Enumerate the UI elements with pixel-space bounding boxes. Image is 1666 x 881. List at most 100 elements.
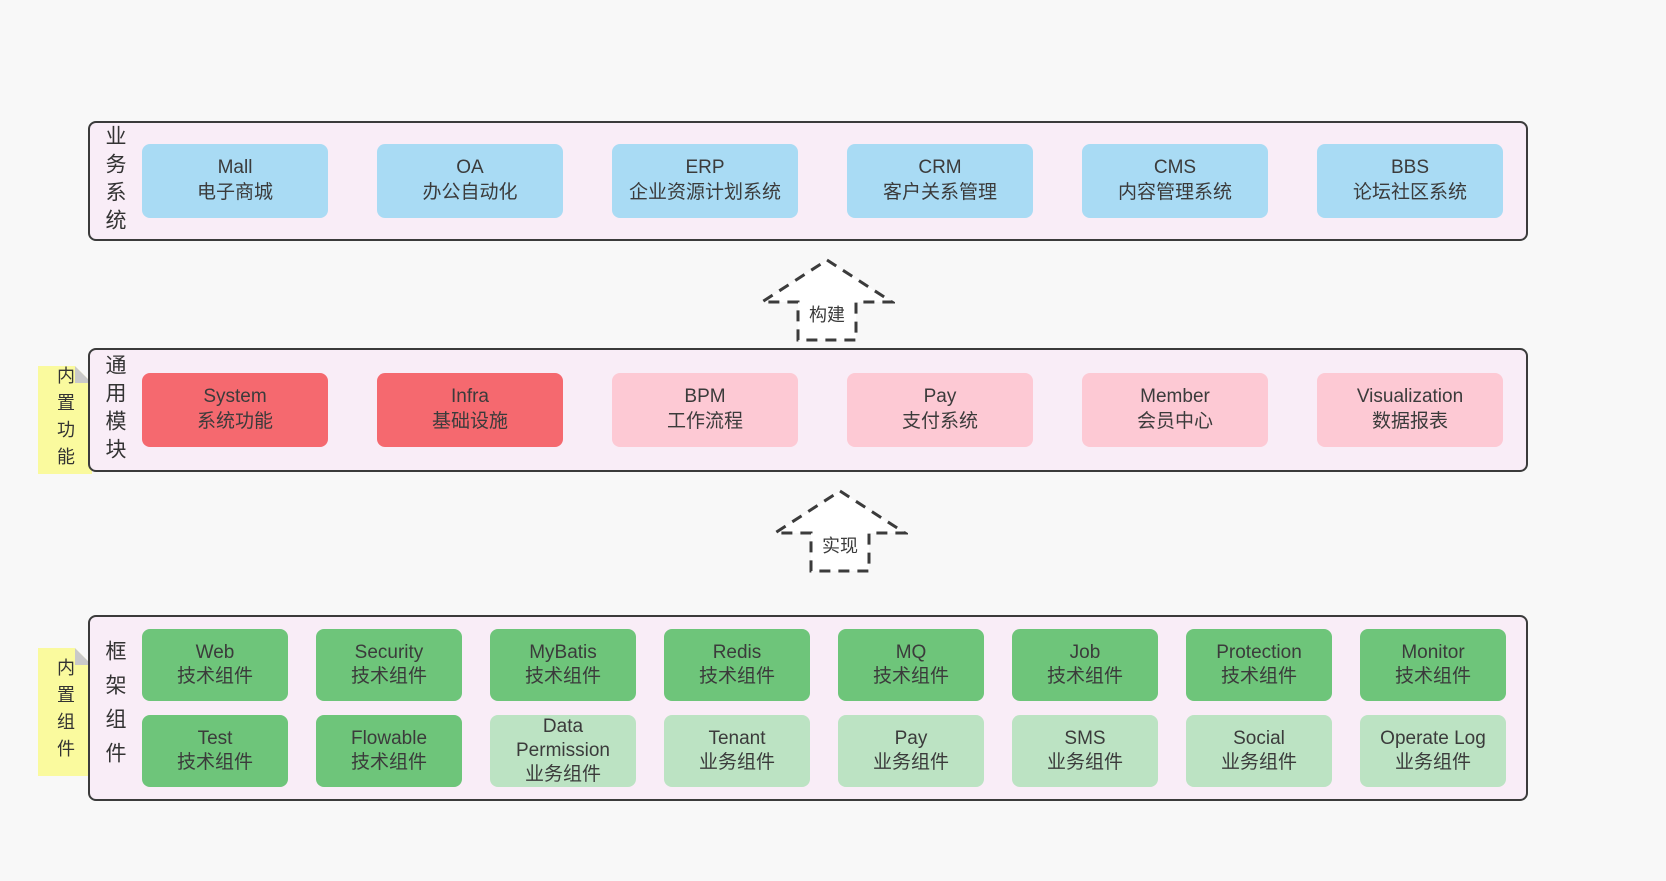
box-tenant: Tenant 业务组件 (664, 715, 810, 787)
box-title: Mall (217, 157, 253, 179)
arrow-build: 构建 (759, 257, 895, 343)
box-pay-module: Pay 支付系统 (847, 373, 1033, 447)
box-title: Web (195, 642, 235, 664)
sticky-note-label: 内置功能 (55, 366, 75, 474)
box-system: System 系统功能 (142, 373, 328, 447)
box-subtitle: 技术组件 (1394, 666, 1471, 687)
box-title: Operate Log (1380, 728, 1486, 750)
box-subtitle: 业务组件 (1394, 752, 1471, 773)
business-box-row: Mall 电子商城 OA 办公自动化 ERP 企业资源计划系统 CRM 客户关系… (142, 144, 1503, 218)
box-subtitle: 技术组件 (698, 666, 775, 687)
box-title: Social (1233, 728, 1285, 750)
box-title: Monitor (1401, 642, 1465, 664)
box-job: Job 技术组件 (1012, 629, 1158, 701)
box-title: Visualization (1356, 386, 1464, 408)
box-subtitle: 业务组件 (872, 752, 949, 773)
box-title: Pay (894, 728, 928, 750)
box-subtitle: 工作流程 (666, 411, 743, 432)
sticky-note-built-in-functions: 内置功能 (38, 366, 92, 474)
box-mall: Mall 电子商城 (142, 144, 328, 218)
box-subtitle: 电子商城 (196, 182, 273, 203)
box-mybatis: MyBatis 技术组件 (490, 629, 636, 701)
box-subtitle: 企业资源计划系统 (628, 182, 781, 203)
panel-framework-components: 框架组件 Web 技术组件 Security 技术组件 MyBatis 技术组件… (88, 615, 1528, 801)
box-data-permission: Data Permission 业务组件 (490, 715, 636, 787)
box-redis: Redis 技术组件 (664, 629, 810, 701)
box-erp: ERP 企业资源计划系统 (612, 144, 798, 218)
box-cms: CMS 内容管理系统 (1082, 144, 1268, 218)
box-title: Security (354, 642, 424, 664)
arrow-label-build: 构建 (809, 305, 845, 325)
box-subtitle: 技术组件 (350, 666, 427, 687)
box-title: Flowable (350, 728, 428, 750)
box-subtitle: 数据报表 (1371, 411, 1448, 432)
box-title: BPM (684, 386, 726, 408)
box-subtitle: 论坛社区系统 (1352, 182, 1467, 203)
box-title: Tenant (708, 728, 766, 750)
box-title: Pay (923, 386, 957, 408)
box-operate-log: Operate Log 业务组件 (1360, 715, 1506, 787)
panel-business-systems: 业务系统 Mall 电子商城 OA 办公自动化 ERP 企业资源计划系统 CRM… (88, 121, 1528, 241)
box-pay-component: Pay 业务组件 (838, 715, 984, 787)
sticky-note-label: 内置组件 (55, 658, 75, 766)
box-oa: OA 办公自动化 (377, 144, 563, 218)
box-title: OA (456, 157, 484, 179)
box-subtitle: 技术组件 (1046, 666, 1123, 687)
dashed-up-arrow-icon (772, 489, 908, 573)
box-subtitle: 技术组件 (350, 752, 427, 773)
box-title: Protection (1216, 642, 1302, 664)
sticky-note-built-in-components: 内置组件 (38, 648, 92, 776)
box-visualization: Visualization 数据报表 (1317, 373, 1503, 447)
panel-label-business: 业务系统 (103, 125, 126, 237)
box-subtitle: 技术组件 (176, 752, 253, 773)
box-title: CMS (1153, 157, 1197, 179)
box-title: Member (1140, 386, 1210, 408)
panel-label-components: 框架组件 (103, 640, 126, 776)
box-subtitle: 会员中心 (1136, 411, 1213, 432)
box-test: Test 技术组件 (142, 715, 288, 787)
box-subtitle: 业务组件 (1220, 752, 1297, 773)
box-bbs: BBS 论坛社区系统 (1317, 144, 1503, 218)
box-title: BBS (1390, 157, 1430, 179)
box-subtitle: 技术组件 (524, 666, 601, 687)
box-monitor: Monitor 技术组件 (1360, 629, 1506, 701)
box-title: MyBatis (529, 642, 597, 664)
box-member: Member 会员中心 (1082, 373, 1268, 447)
box-subtitle: 系统功能 (196, 411, 273, 432)
box-subtitle: 技术组件 (176, 666, 253, 687)
box-title: CRM (918, 157, 962, 179)
box-subtitle: 业务组件 (698, 752, 775, 773)
box-subtitle: 办公自动化 (422, 182, 518, 203)
box-title: SMS (1064, 728, 1106, 750)
arrow-label-implement: 实现 (822, 536, 858, 556)
box-title: Infra (450, 386, 490, 408)
box-title: System (203, 386, 267, 408)
box-crm: CRM 客户关系管理 (847, 144, 1033, 218)
box-title: MQ (895, 642, 927, 664)
panel-common-modules: 通用模块 System 系统功能 Infra 基础设施 BPM 工作流程 Pay… (88, 348, 1528, 472)
box-subtitle: 基础设施 (431, 411, 508, 432)
box-title: Test (197, 728, 233, 750)
box-mq: MQ 技术组件 (838, 629, 984, 701)
box-title: ERP (685, 157, 725, 179)
box-flowable: Flowable 技术组件 (316, 715, 462, 787)
box-social: Social 业务组件 (1186, 715, 1332, 787)
arrow-implement: 实现 (772, 488, 908, 574)
box-title: Job (1069, 642, 1101, 664)
box-infra: Infra 基础设施 (377, 373, 563, 447)
modules-box-row: System 系统功能 Infra 基础设施 BPM 工作流程 Pay 支付系统… (142, 373, 1503, 447)
box-bpm: BPM 工作流程 (612, 373, 798, 447)
components-box-grid: Web 技术组件 Security 技术组件 MyBatis 技术组件 Redi… (142, 629, 1506, 787)
box-web: Web 技术组件 (142, 629, 288, 701)
dashed-up-arrow-icon (759, 258, 895, 342)
box-subtitle: 技术组件 (1220, 666, 1297, 687)
panel-label-modules: 通用模块 (103, 354, 126, 466)
box-subtitle: 业务组件 (524, 763, 601, 785)
box-sms: SMS 业务组件 (1012, 715, 1158, 787)
box-subtitle: 客户关系管理 (882, 182, 997, 203)
box-security: Security 技术组件 (316, 629, 462, 701)
box-subtitle: 内容管理系统 (1117, 182, 1232, 203)
box-title: Redis (712, 642, 762, 664)
box-protection: Protection 技术组件 (1186, 629, 1332, 701)
box-subtitle: 业务组件 (1046, 752, 1123, 773)
